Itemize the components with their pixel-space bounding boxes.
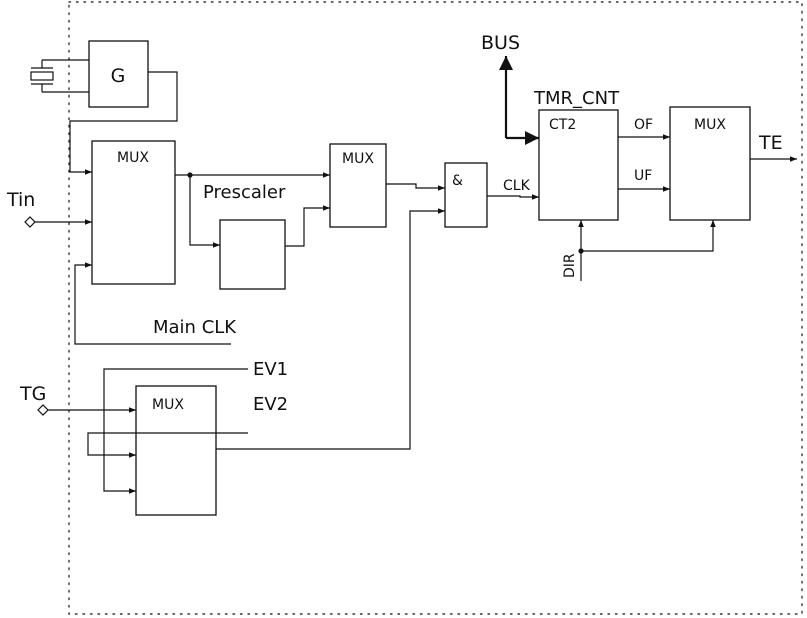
output-mux-block [669, 106, 751, 221]
trigger-mux-output-wire [216, 208, 445, 450]
prescaler-block [219, 219, 286, 290]
input-mux-block [91, 140, 176, 285]
trigger-mux-label: MUX [152, 397, 184, 413]
and-gate-block [444, 162, 488, 228]
dir-to-mux-wire [581, 220, 716, 252]
clk-label: CLK [503, 178, 531, 194]
counter-label: CT2 [549, 117, 576, 133]
main-clk-wire [74, 262, 231, 345]
tin-label: Tin [6, 189, 35, 211]
te-label: TE [758, 132, 783, 154]
ev2-label: EV2 [253, 394, 288, 415]
module-boundary [68, 1, 803, 615]
generator-block [88, 40, 149, 108]
bus-label: BUS [481, 32, 520, 54]
prescaler-mux-label: MUX [342, 151, 374, 167]
main-clk-label: Main CLK [153, 317, 237, 338]
tmr-cnt-label: TMR_CNT [533, 88, 620, 109]
prescaler-mux-block [329, 143, 387, 228]
of-label: OF [634, 117, 653, 133]
prescaler-mux-output-wire [386, 183, 445, 191]
generator-output-wire [69, 71, 178, 175]
output-mux-label: MUX [694, 117, 726, 133]
and-gate-label: & [452, 173, 463, 189]
prescaler-output-wire [285, 205, 330, 247]
tg-pin-icon [37, 404, 49, 416]
crystal-icon [30, 59, 89, 93]
ev2-wire [87, 432, 248, 458]
tin-pin-icon [24, 216, 36, 228]
counter-block [538, 109, 619, 221]
tg-label: TG [19, 383, 46, 405]
prescaler-label: Prescaler [203, 182, 286, 203]
ev1-wire [103, 368, 248, 494]
uf-label: UF [634, 168, 652, 184]
prescaler-input-wire [189, 175, 220, 248]
ev1-label: EV1 [253, 359, 288, 380]
input-mux-label: MUX [117, 150, 149, 166]
dir-label: DIR [562, 253, 578, 278]
generator-label: G [111, 65, 126, 87]
trigger-mux-block [135, 385, 217, 516]
clk-wire [487, 194, 539, 200]
